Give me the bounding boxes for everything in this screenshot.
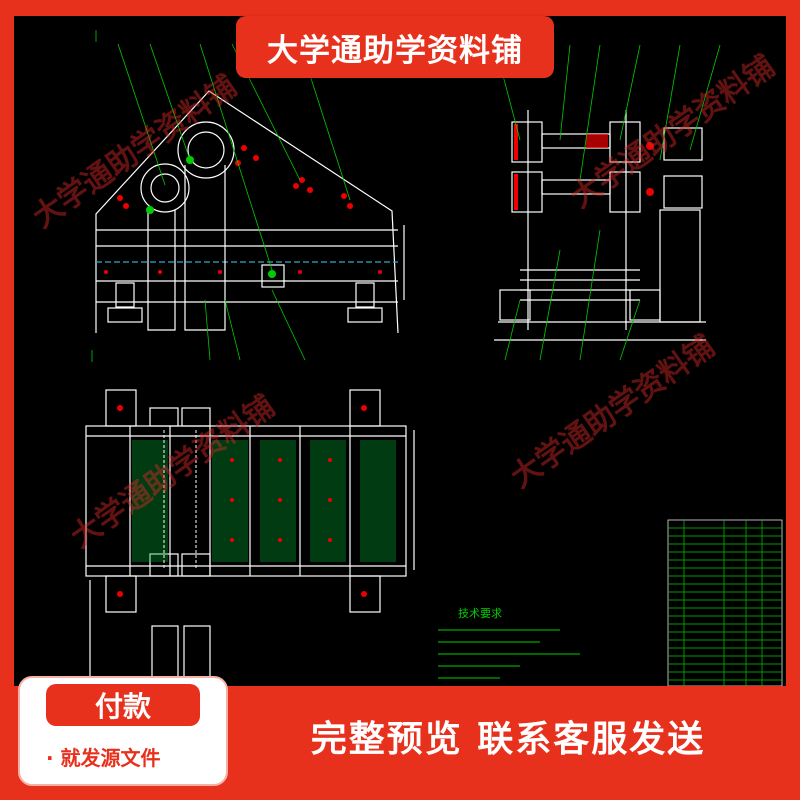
front-markers [146, 156, 276, 278]
payment-badge[interactable]: 付款 [46, 684, 200, 726]
payment-label: 付款 [94, 690, 151, 723]
front-bolts [104, 145, 382, 274]
front-elevation-view [95, 90, 405, 334]
parts-list-table [667, 519, 783, 687]
side-parts [514, 124, 654, 210]
plan-bolts [117, 405, 367, 597]
contact-cta-text: 完整预览 联系客服发送 [310, 719, 706, 760]
plan-view [85, 389, 415, 690]
shop-banner: 大学通助学资料铺 [236, 16, 554, 78]
payment-subtitle: · 就发源文件 [46, 746, 161, 770]
plan-screen-panels [132, 440, 396, 562]
shop-banner-title: 大学通助学资料铺 [267, 32, 523, 69]
plan-shafts [163, 430, 197, 570]
technical-notes-lines [438, 629, 580, 679]
technical-notes-heading: 技术要求 [458, 607, 502, 620]
payment-card[interactable]: 付款 · 就发源文件 [18, 676, 228, 786]
